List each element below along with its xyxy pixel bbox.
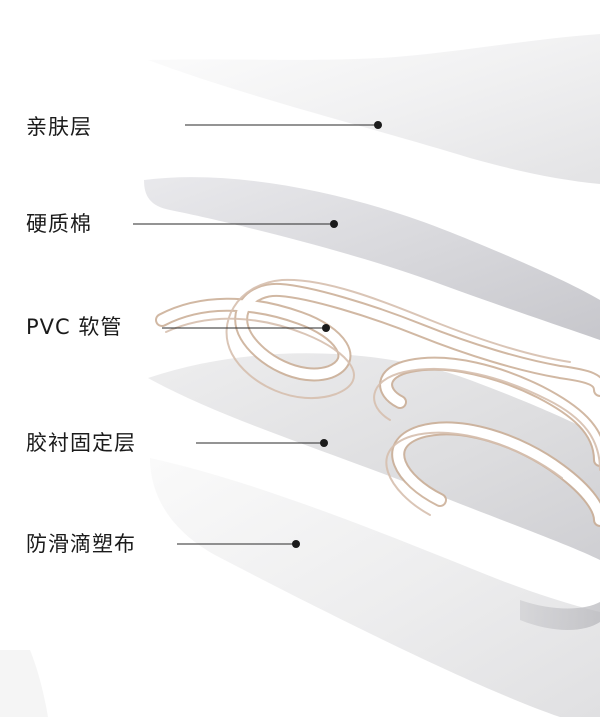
leader-lines — [133, 121, 382, 548]
layer-label-skin: 亲肤层 — [26, 115, 92, 139]
layer-label-antislip: 防滑滴塑布 — [26, 532, 136, 556]
leader-dot-antislip — [292, 540, 300, 548]
glue-layer — [148, 353, 600, 560]
antislip-layer — [0, 458, 600, 717]
layer-label-cotton: 硬质棉 — [26, 212, 92, 236]
layer-label-glue: 胶衬固定层 — [26, 431, 136, 455]
cotton-layer — [144, 177, 600, 340]
pvc-tube — [155, 278, 600, 527]
layer-label-tube: PVC 软管 — [26, 315, 123, 339]
leader-dot-tube — [322, 324, 330, 332]
leader-dot-cotton — [330, 220, 338, 228]
skin-layer — [148, 34, 600, 184]
leader-dot-glue — [320, 439, 328, 447]
leader-dot-skin — [374, 121, 382, 129]
